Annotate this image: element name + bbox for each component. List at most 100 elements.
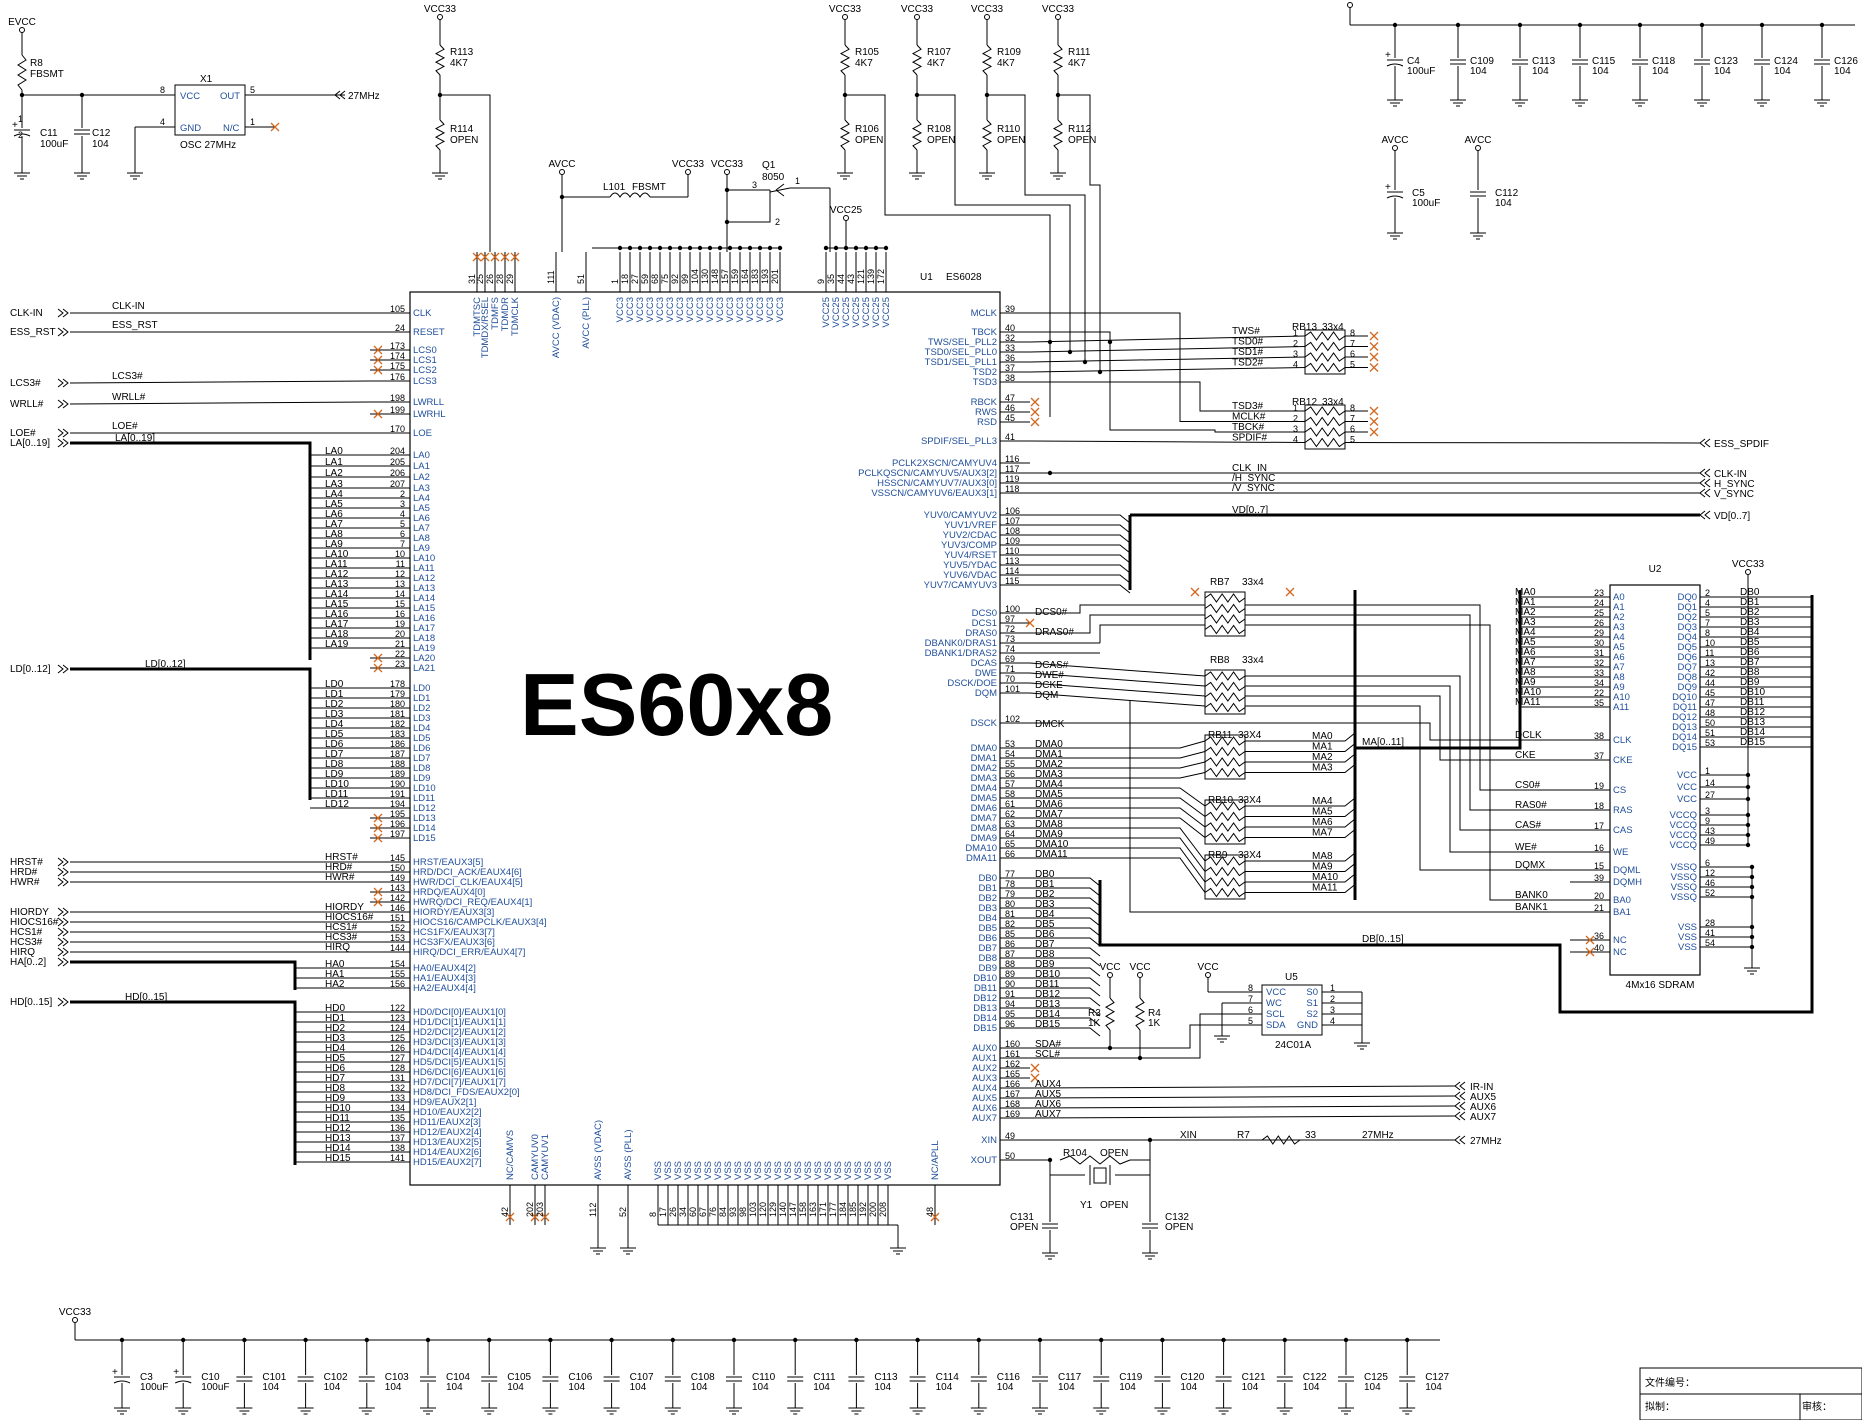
cap-plate-curved	[113, 1380, 131, 1384]
port-label-right: CLK-IN	[1714, 469, 1747, 480]
chip-pin-number: 162	[1005, 1059, 1020, 1069]
net-label: DB15	[1035, 1019, 1060, 1030]
chip-pin-label: LA10	[413, 553, 435, 564]
chip-pin-number: 1	[610, 279, 620, 284]
chip-pin-label: DBANK0/DRAS1	[925, 638, 997, 649]
no-connect-mark	[373, 409, 383, 419]
sdram-pin-label: NC	[1613, 935, 1627, 946]
net-label: LD5	[325, 729, 344, 740]
chip-pin-number: 6	[400, 529, 405, 539]
components	[13, 44, 1862, 1420]
chip-pin-number: 149	[390, 873, 405, 883]
chip-pin-label: LA15	[413, 603, 435, 614]
junction-dot	[707, 245, 713, 251]
chip-pin-number: 80	[1005, 899, 1015, 909]
osc-pin-label: VCC	[180, 91, 200, 102]
part-ref: R107	[927, 47, 951, 58]
wire	[1109, 342, 1305, 433]
junction-dot	[617, 245, 623, 251]
no-connect-mark	[1190, 587, 1200, 597]
chip-pin-number: 18	[620, 274, 630, 284]
chip-pin-label: AUX6	[972, 1103, 997, 1114]
junction-dot	[1749, 894, 1755, 900]
sdram-pin-label: DQ7	[1677, 662, 1697, 673]
net-label: SPDIF#	[1232, 433, 1267, 444]
chip-pin-label: LA2	[413, 472, 430, 483]
chip-pin-number: 197	[390, 829, 405, 839]
sdram-pin-number: 51	[1705, 728, 1715, 738]
no-connect-mark	[1030, 1063, 1040, 1073]
sdram-pin-label: A7	[1613, 662, 1625, 673]
resistor-zigzag	[1304, 352, 1346, 362]
wire	[1030, 957, 1101, 967]
port-chevron	[57, 867, 69, 877]
power-terminal	[1137, 972, 1143, 978]
chip-pin-number: 185	[848, 1202, 858, 1217]
wire	[1245, 873, 1356, 883]
chip-pin-number: 132	[390, 1083, 405, 1093]
chip-pin-label: LA21	[413, 663, 435, 674]
net-label: HCS3#	[325, 932, 358, 943]
power-vcc: VCC	[1197, 962, 1218, 973]
chip-pin-number: 195	[390, 809, 405, 819]
net-label: LD2	[325, 699, 344, 710]
wire	[1245, 705, 1610, 871]
resistor-zigzag	[434, 119, 446, 151]
net-label: WE#	[1515, 842, 1537, 853]
cap-ref: C113	[874, 1372, 898, 1383]
net-label: MA7	[1312, 828, 1333, 839]
chip-pin-label: NC/CAMVS	[505, 1130, 516, 1180]
net-label: DB11	[1035, 979, 1060, 990]
net-label: MA0	[1515, 587, 1536, 598]
part-ref: R112	[1068, 124, 1092, 135]
chip-pin-number: 39	[1005, 304, 1015, 314]
chip-pin-label: TDMTSC	[472, 297, 483, 337]
chip-pin-number: 3	[400, 499, 405, 509]
chip-pin-label: HD2/DCI[2]/EAUX1[2]	[413, 1027, 506, 1038]
chip-pin-number: 129	[768, 1202, 778, 1217]
wire	[1030, 534, 1131, 544]
part-ref: R113	[450, 47, 474, 58]
chip-pin-label: TSD0/SEL_PLL0	[925, 347, 997, 358]
sdram-pin-label: VCCQ	[1670, 810, 1697, 821]
cap-value: 104	[1495, 198, 1512, 209]
chip-pin-label: DB7	[979, 943, 997, 954]
net-label: TSD2#	[1232, 358, 1264, 369]
wire	[1029, 367, 1306, 373]
no-connect-mark	[373, 813, 383, 823]
sdram-pin-number: 43	[1705, 826, 1715, 836]
resistor-zigzag	[434, 44, 446, 76]
chip-pin-label: TDMDR	[500, 297, 511, 331]
net-label: HD12	[325, 1123, 351, 1134]
power-vcc: VCC	[1099, 962, 1120, 973]
chip-pin-label: VSS	[883, 1161, 894, 1180]
rpack-value: 33x4	[1242, 577, 1264, 588]
net-label: DB10	[1035, 969, 1060, 980]
chip-pin-number: 134	[390, 1103, 405, 1113]
chip-pin-label: AVSS (VDAC)	[593, 1120, 604, 1180]
chip-pin-number: 201	[770, 269, 780, 284]
net-label: HA1	[325, 969, 345, 980]
chip-pin-number: 82	[1005, 919, 1015, 929]
power-terminal	[1107, 972, 1113, 978]
eeprom-pin-label: VCC	[1266, 987, 1286, 998]
wire	[1029, 356, 1306, 363]
resistor-zigzag	[1304, 341, 1346, 352]
resistor-zigzag	[1204, 832, 1246, 843]
sdram-pin-number: 12	[1705, 868, 1715, 878]
sdram-pin-label: VSS	[1678, 932, 1697, 943]
wire	[1030, 887, 1101, 897]
part-value: OPEN	[1100, 1148, 1128, 1159]
chip-pin-label: YUV6/VDAC	[943, 570, 997, 581]
chip-pin-number: 126	[390, 1043, 405, 1053]
port-label-left: LCS3#	[10, 378, 41, 389]
cap-ref: C102	[324, 1372, 348, 1383]
chip-pin-number: 169	[1005, 1109, 1020, 1119]
chip-pin-number: 192	[858, 1202, 868, 1217]
port-label-right: AUX5	[1470, 1092, 1497, 1103]
chip-pin-label: VSS	[653, 1161, 664, 1180]
chip-pin-number: 139	[866, 269, 876, 284]
cap-value: 104	[752, 1382, 769, 1393]
wire	[1029, 335, 1306, 343]
resistor-zigzag	[839, 44, 851, 76]
